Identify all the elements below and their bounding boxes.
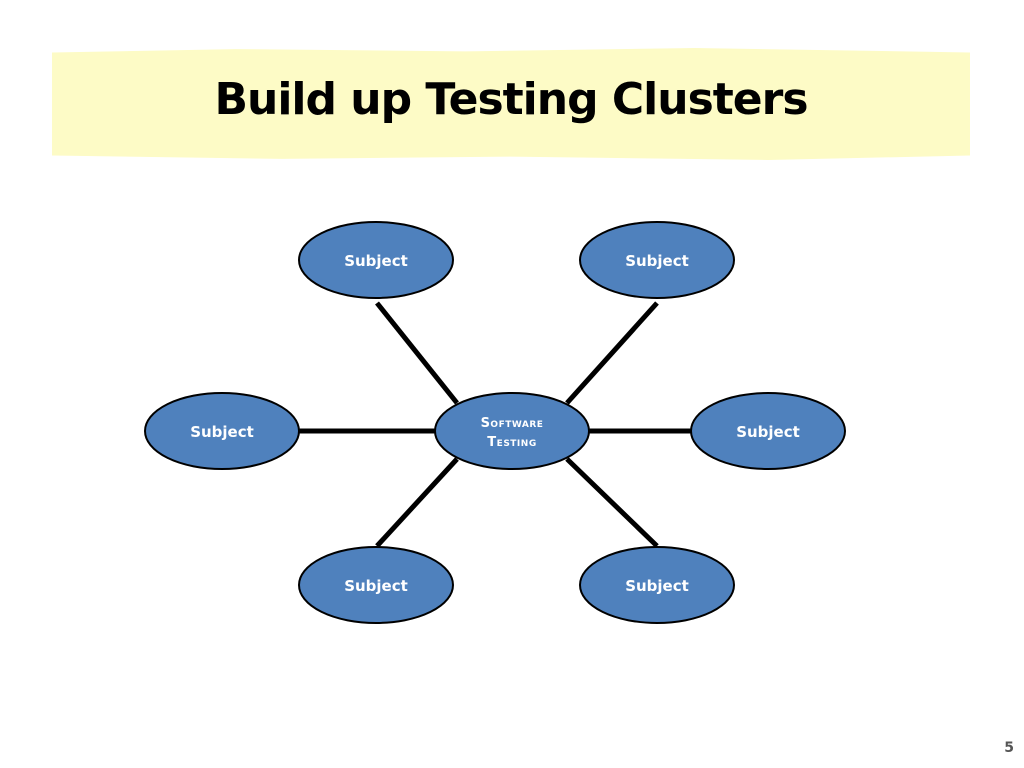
subject-label: Subject bbox=[344, 252, 408, 270]
connector-bottom-left bbox=[375, 457, 459, 548]
subject-node-left: Subject bbox=[144, 392, 300, 470]
connector-top-left bbox=[375, 301, 459, 405]
subject-node-top-left: Subject bbox=[298, 221, 454, 299]
center-label-line1: Software bbox=[481, 416, 544, 431]
slide-title: Build up Testing Clusters bbox=[214, 74, 808, 125]
center-node-software-testing: Software Testing bbox=[434, 392, 590, 470]
connector-top-right bbox=[565, 301, 659, 405]
subject-node-bottom-left: Subject bbox=[298, 546, 454, 624]
subject-label: Subject bbox=[344, 577, 408, 595]
page-number: 5 bbox=[1004, 740, 1014, 756]
subject-node-right: Subject bbox=[690, 392, 846, 470]
subject-label: Subject bbox=[625, 252, 689, 270]
subject-node-bottom-right: Subject bbox=[579, 546, 735, 624]
subject-label: Subject bbox=[625, 577, 689, 595]
title-highlight-band bbox=[52, 48, 970, 160]
subject-label: Subject bbox=[190, 423, 254, 441]
connector-bottom-right bbox=[565, 457, 659, 548]
subject-node-top-right: Subject bbox=[579, 221, 735, 299]
subject-label: Subject bbox=[736, 423, 800, 441]
center-label-line2: Testing bbox=[487, 435, 536, 450]
